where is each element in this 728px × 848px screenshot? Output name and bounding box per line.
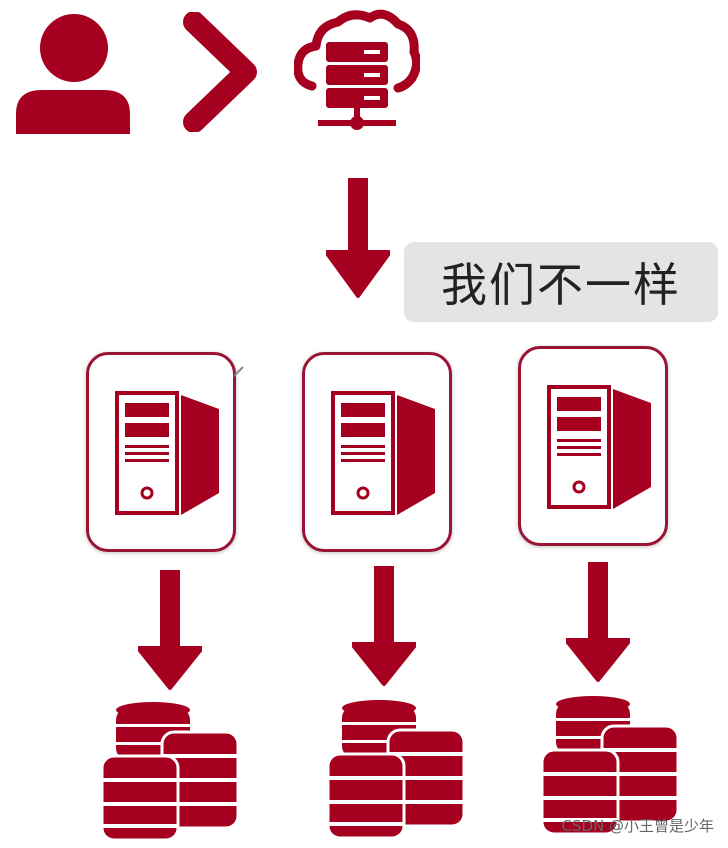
arrow-down-icon	[326, 178, 390, 300]
server-box-1	[86, 352, 236, 552]
callout-text: 我们不一样	[441, 258, 681, 312]
chevron-right-icon	[182, 12, 266, 132]
database-stack-icon	[540, 694, 680, 836]
server-tower-icon	[115, 391, 219, 515]
pencil-cursor-icon	[232, 364, 246, 378]
cloud-server-icon	[294, 8, 420, 138]
server-box-2	[302, 352, 452, 552]
arrow-down-icon	[352, 566, 416, 688]
database-stack-icon	[326, 698, 466, 840]
server-tower-icon	[331, 391, 435, 515]
arrow-down-icon	[138, 570, 202, 692]
database-stack-icon	[100, 700, 240, 842]
arrow-down-icon	[566, 562, 630, 684]
server-tower-icon	[547, 385, 651, 509]
server-box-3	[518, 346, 668, 546]
watermark-text: CSDN @小王曾是少年	[561, 817, 714, 835]
user-icon	[12, 10, 134, 134]
callout-bubble: 我们不一样	[404, 242, 718, 322]
